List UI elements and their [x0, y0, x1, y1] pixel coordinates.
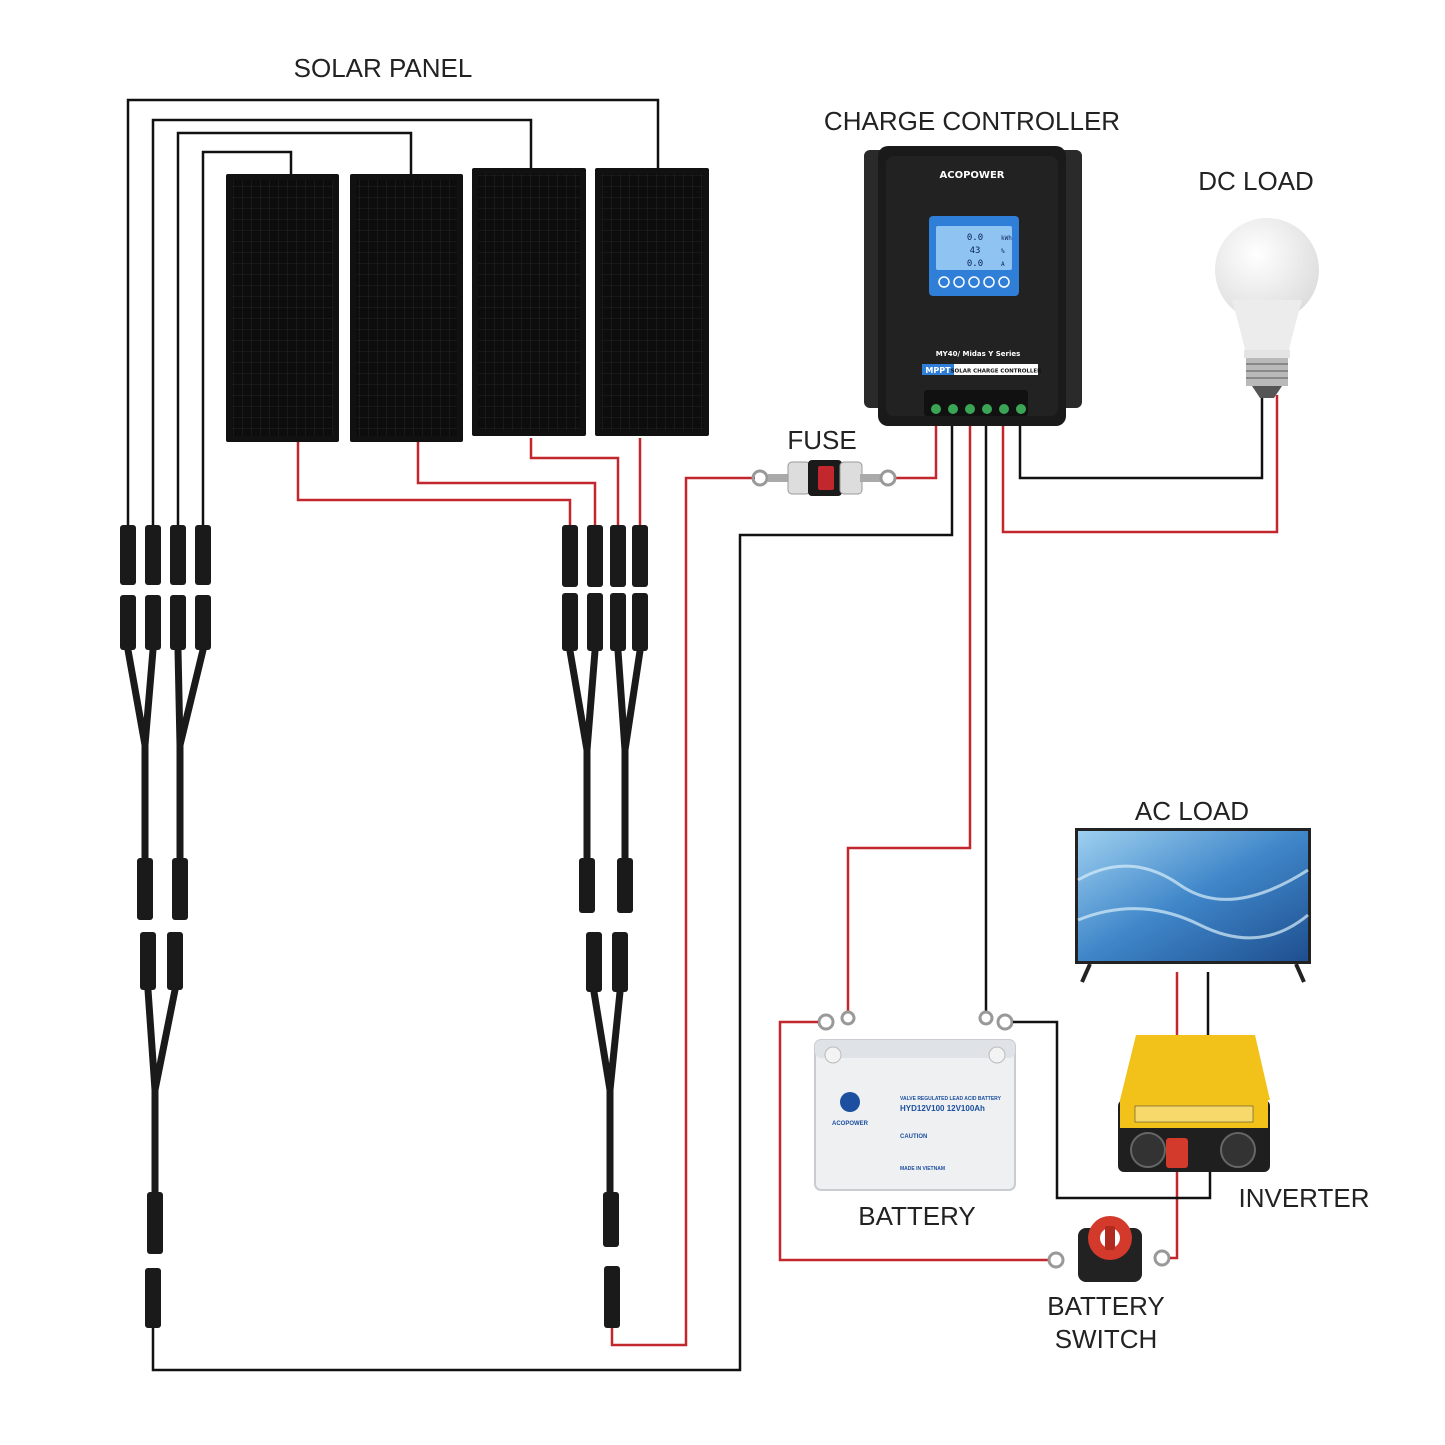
- battery-brand: ACOPOWER: [832, 1121, 869, 1127]
- solar-panel-4: [595, 168, 709, 436]
- controller-buttons: [938, 276, 1010, 288]
- controller-model: MY40/ Midas Y Series: [936, 350, 1021, 358]
- left-y-branch-1: [124, 646, 157, 864]
- solar-panel-label: SOLAR PANEL: [294, 53, 473, 83]
- left-mid-connectors: [137, 858, 188, 990]
- right-y-branch-2: [614, 647, 644, 864]
- right-mc4-connectors: [562, 525, 648, 651]
- right-y-branch-3: [590, 988, 624, 1199]
- lcd-unit-3: A: [1001, 261, 1005, 268]
- battery-type: VALVE REGULATED LEAD ACID BATTERY: [900, 1096, 1002, 1102]
- battery-to-inverter-ring: [996, 1013, 1014, 1031]
- panel1-negative-wire: [201, 150, 293, 530]
- left-y-branch-2: [174, 646, 207, 864]
- battery-switch-label-line2: SWITCH: [1055, 1324, 1158, 1354]
- charge-controller-label: CHARGE CONTROLLER: [824, 106, 1120, 136]
- right-mid-connectors: [579, 858, 633, 992]
- controller-subtitle: SOLAR CHARGE CONTROLLER: [951, 369, 1043, 375]
- panel3-positive-wire: [529, 438, 620, 530]
- controller-to-battery-positive: [846, 425, 972, 1000]
- solar-panel-1: [226, 174, 339, 442]
- controller-to-dcload-negative: [1018, 395, 1264, 480]
- panel2-positive-wire: [416, 438, 597, 530]
- battery-negative-ring: [978, 1010, 994, 1026]
- left-bottom-connectors: [145, 1192, 163, 1328]
- inverter: [1118, 1035, 1270, 1172]
- panel1-positive-wire: [296, 438, 572, 530]
- solar-panel-3: [472, 168, 586, 436]
- panel4-negative-wire: [126, 98, 660, 530]
- fuse-label: FUSE: [787, 425, 856, 455]
- battery-positive-ring: [840, 1010, 856, 1026]
- solar-panel-2: [350, 174, 463, 442]
- ac-load-tv: [1075, 828, 1311, 983]
- switch-input-ring: [1047, 1251, 1065, 1269]
- panel3-negative-wire: [151, 118, 533, 530]
- battery: ACOPOWER VALVE REGULATED LEAD ACID BATTE…: [814, 1039, 1016, 1191]
- switch-to-inverter-wire: [1170, 1172, 1179, 1260]
- battery-to-switch-ring: [817, 1013, 835, 1031]
- switch-output-ring: [1153, 1249, 1171, 1267]
- battery-to-switch-wire: [778, 1020, 1050, 1262]
- array-negative-wire: [151, 425, 954, 1372]
- right-bottom-connectors: [603, 1192, 620, 1328]
- lcd-unit-1: kWh: [1001, 235, 1012, 242]
- fuse-to-controller-wire: [895, 425, 938, 480]
- lcd-unit-2: %: [1001, 248, 1005, 255]
- left-mc4-connectors: [120, 525, 211, 650]
- dc-load-label: DC LOAD: [1198, 166, 1314, 196]
- battery-switch-label-line1: BATTERY: [1047, 1291, 1165, 1321]
- battery-switch: [1078, 1216, 1142, 1282]
- battery-label: BATTERY: [858, 1201, 976, 1231]
- lcd-reading-2: 43: [970, 246, 981, 256]
- controller-badge: MPPT: [925, 366, 951, 375]
- lcd-reading-3: 0.0: [967, 259, 983, 269]
- lcd-reading-1: 0.0: [967, 233, 983, 243]
- controller-to-dcload-positive: [1001, 395, 1279, 534]
- charge-controller: ACOPOWER 0.0 kWh 43 % 0.0 A MY40/ Midas …: [864, 146, 1082, 426]
- battery-made-in: MADE IN VIETNAM: [900, 1166, 945, 1172]
- battery-model: HYD12V100 12V100Ah: [900, 1104, 985, 1113]
- panel2-negative-wire: [176, 131, 413, 530]
- controller-terminals: [931, 404, 1026, 414]
- dc-load-bulb: [1215, 218, 1319, 398]
- ac-load-label: AC LOAD: [1135, 796, 1249, 826]
- battery-to-inverter-negative: [1013, 1020, 1212, 1200]
- inline-fuse: [751, 460, 897, 496]
- inverter-label: INVERTER: [1239, 1183, 1370, 1213]
- left-y-branch-3: [144, 986, 179, 1199]
- right-y-branch-1: [566, 647, 599, 864]
- battery-caution: CAUTION: [900, 1134, 927, 1140]
- array-positive-wire: [610, 476, 755, 1347]
- controller-brand: ACOPOWER: [940, 170, 1005, 181]
